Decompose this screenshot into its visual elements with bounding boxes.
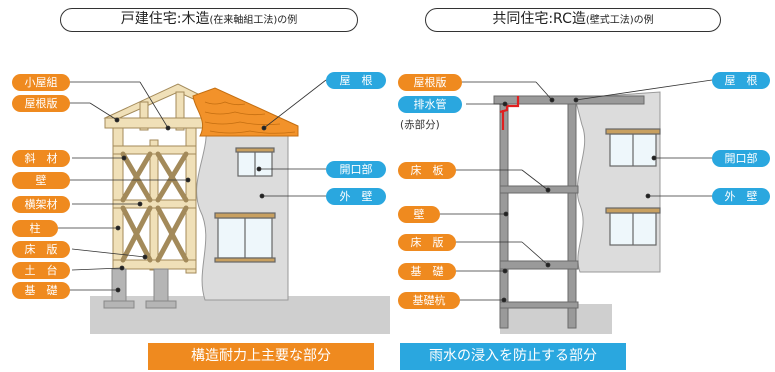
label-diagonal-brace: 斜 材: [12, 150, 70, 167]
label-koyagumi: 小屋組: [12, 74, 70, 91]
right-drain-pipe: [499, 96, 520, 130]
label-sill: 土 台: [12, 262, 70, 279]
left-ground: [90, 296, 390, 334]
label-opening-right: 開口部: [712, 150, 770, 167]
label-foundation-left: 基 礎: [12, 282, 70, 299]
left-leader-lines: [58, 79, 327, 293]
left-title: 戸建住宅:木造(在来軸組工法)の例: [60, 8, 358, 32]
left-diagonal-braces: [120, 151, 189, 263]
label-wall-right: 壁: [398, 206, 440, 223]
legend-rain-prevention: 雨水の浸入を防止する部分: [400, 343, 626, 370]
left-foundation: [103, 268, 177, 309]
left-house-drawing: [58, 79, 390, 334]
label-floor-slab-left: 床 版: [12, 241, 70, 258]
label-exterior-wall-right: 外 壁: [712, 188, 770, 205]
label-horizontal-member: 横架材: [12, 196, 70, 213]
label-roof-left: 屋 根: [326, 72, 386, 89]
right-ground: [500, 304, 612, 334]
right-building-drawing: [440, 79, 713, 334]
label-foundation-right: 基 礎: [398, 263, 456, 280]
label-opening-left: 開口部: [326, 161, 386, 178]
label-exterior-wall-left: 外 壁: [326, 188, 386, 205]
label-floor-plate-right: 床 板: [398, 162, 456, 179]
right-windows: [605, 128, 661, 246]
right-rc-frame: [493, 95, 645, 329]
legend-structural: 構造耐力上主要な部分: [148, 343, 374, 370]
label-wall-left: 壁: [12, 172, 70, 189]
left-title-sub: (在来軸組工法)の例: [209, 15, 298, 26]
left-title-main: 戸建住宅:木造: [120, 11, 210, 27]
right-title-main: 共同住宅:RC造: [492, 11, 586, 27]
right-title-sub: (壁式工法)の例: [585, 15, 654, 26]
right-leader-lines: [440, 79, 713, 303]
label-floor-slab-right: 床 版: [398, 234, 456, 251]
label-roof-slab-right: 屋根版: [398, 74, 462, 91]
left-windows: [214, 147, 276, 263]
label-foundation-pile: 基礎杭: [398, 292, 460, 309]
label-drain-pipe: 排水管: [398, 96, 462, 113]
label-column: 柱: [12, 220, 58, 237]
left-exterior-wall: [196, 119, 289, 301]
drain-pipe-note: (赤部分): [400, 119, 440, 131]
label-roof-slab-left: 屋根版: [12, 95, 70, 112]
right-title: 共同住宅:RC造(壁式工法)の例: [425, 8, 721, 32]
left-roof-tiles: [192, 87, 299, 137]
label-roof-right: 屋 根: [712, 72, 770, 89]
